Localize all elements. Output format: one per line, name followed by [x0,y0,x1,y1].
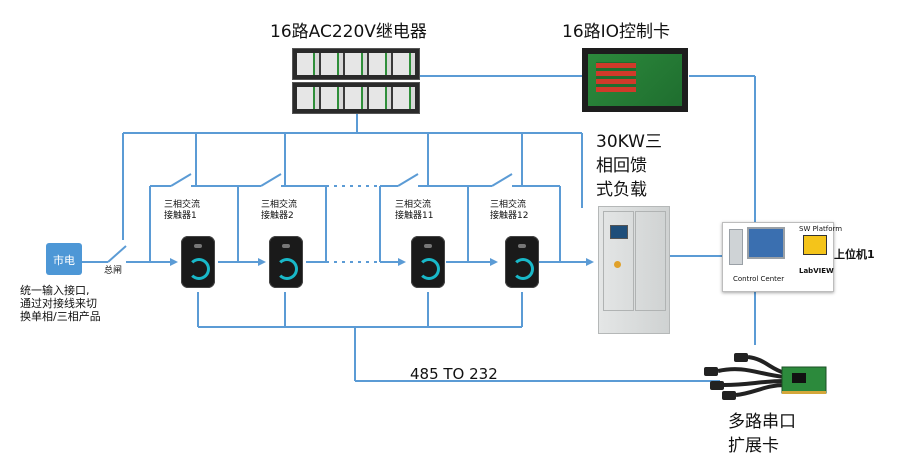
input-note-line1: 统一输入接口, [20,284,90,297]
contactor-label-line: 三相交流 [490,200,527,210]
contactor-label-line: 三相交流 [164,200,201,210]
load-cabinet-image [598,206,670,334]
contactor-label-line: 三相交流 [395,200,432,210]
host-title: 上位机1 [834,248,875,261]
bus-label: 485 TO 232 [410,365,498,383]
host-pc: SW Platform Control Center LabVIEW [722,222,842,292]
monitor-image [747,227,785,259]
labview-label: LabVIEW [799,267,834,275]
ev-charger-1 [181,236,215,288]
mains-label: 市电 [53,254,75,267]
ev-charger-2 [269,236,303,288]
platform-label: SW Platform [799,225,843,233]
load-title-line1: 30KW三 [596,132,662,152]
io-card-title: 16路IO控制卡 [562,22,671,42]
contactor-label-11: 三相交流 接触器11 [395,200,433,222]
control-center-label: Control Center [733,275,785,283]
input-note: 统一输入接口, 通过对接线来切 换单相/三相产品 [20,284,101,323]
relay-title: 16路AC220V继电器 [270,22,427,42]
mains-source: 市电 [46,243,82,275]
contactor-label-line: 接触器2 [261,211,294,221]
load-title-line2: 相回馈 [596,156,647,176]
input-note-line3: 换单相/三相产品 [20,310,101,323]
labview-logo [803,235,827,255]
load-title-line3: 式负载 [596,180,647,200]
pc-tower-image [729,229,743,265]
contactor-label-line: 接触器11 [395,211,434,221]
contactor-label-line: 三相交流 [261,200,298,210]
contactor-label-12: 三相交流 接触器12 [490,200,528,222]
contactor-label-line: 接触器1 [164,211,197,221]
input-note-line2: 通过对接线来切 [20,297,97,310]
contactor-label-2: 三相交流 接触器2 [261,200,297,222]
ev-charger-12 [505,236,539,288]
serial-card-image [704,353,827,400]
main-switch-label: 总闸 [104,266,123,276]
serial-title-line1: 多路串口 [728,412,796,432]
relay-board-image [292,48,420,80]
serial-title-line2: 扩展卡 [728,436,779,456]
io-card-image [582,48,688,112]
ev-charger-11 [411,236,445,288]
contactor-label-1: 三相交流 接触器1 [164,200,200,222]
main-switch-blade [107,245,127,263]
relay-board-image [292,82,420,114]
contactor-label-line: 接触器12 [490,211,529,221]
